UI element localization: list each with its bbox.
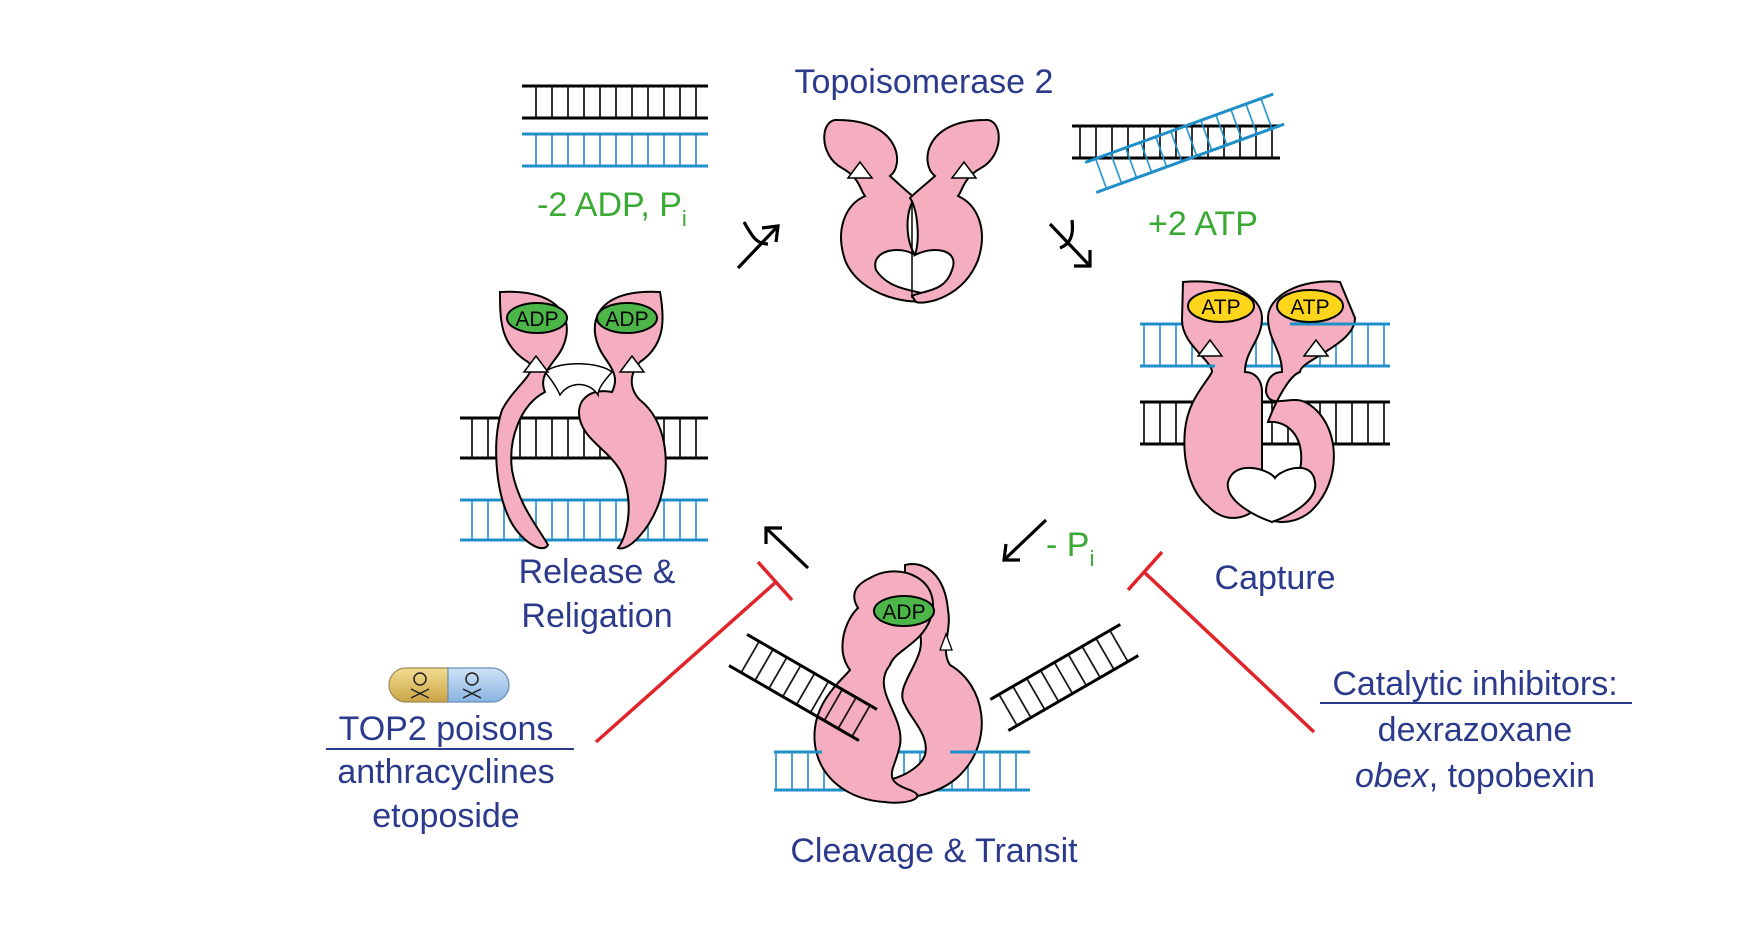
label-catalytic-inhibitors: Catalytic inhibitors: (1332, 665, 1617, 703)
skull-icon (410, 672, 430, 699)
adp-badge-text: ADP (882, 601, 925, 624)
atpase-site-icon (846, 160, 874, 179)
protomer-right (908, 118, 1000, 304)
atp-badge-left (1187, 289, 1255, 323)
arrow-apo-to-capture (1048, 219, 1092, 268)
adp-badge-cleavage (873, 595, 935, 627)
arrow-release-to-apo (736, 221, 780, 270)
atpase-site-icon (1302, 338, 1330, 357)
adp-badge-text: ADP (605, 308, 648, 331)
inhibition-catalytic (1126, 550, 1316, 734)
atpase-site-icon (618, 354, 646, 373)
arrow-cleavage-to-release (764, 526, 810, 570)
adp-badge-left (506, 302, 568, 334)
poison-item-1: anthracyclines (337, 753, 554, 791)
label-release-line2: Religation (521, 597, 672, 635)
label-cleavage: Cleavage & Transit (790, 832, 1078, 870)
release-religation-state: ADP ADP (460, 290, 708, 550)
adp-badge-right (596, 302, 658, 334)
inhibitor-item-2: obex, topobexin (1355, 757, 1595, 795)
topoisomerase-apo-enzyme (823, 118, 1000, 304)
atpase-site-icon (950, 160, 978, 179)
inhibition-poisons (594, 560, 794, 744)
skull-icon (462, 672, 482, 699)
capture-protomer-left (1180, 280, 1264, 519)
capture-protomer-right (1258, 280, 1357, 524)
label-atp-binding: +2 ATP (1148, 205, 1258, 243)
inhibitor-item-1: dexrazoxane (1378, 711, 1573, 749)
cleavage-protomer-left (813, 570, 934, 804)
poison-item-2: etoposide (372, 797, 519, 835)
adp-badge-text: ADP (515, 308, 558, 331)
label-adp-release: -2 ADP, Pi (537, 186, 687, 231)
label-release-line1: Release & (519, 553, 676, 591)
atp-badge-right (1276, 289, 1344, 323)
label-top2-poisons: TOP2 poisons (339, 710, 554, 748)
atpase-site-icon (1196, 338, 1224, 357)
release-protomer-right (578, 290, 667, 550)
title-topoisomerase: Topoisomerase 2 (795, 63, 1054, 101)
atp-badge-text: ATP (1290, 296, 1329, 319)
atp-badge-text: ATP (1201, 296, 1240, 319)
incoming-dna-crossing (1072, 92, 1285, 194)
released-dna (522, 84, 708, 168)
label-capture: Capture (1215, 559, 1336, 597)
dna-gate-cavity (1226, 466, 1317, 524)
poison-capsule-icon (388, 667, 510, 703)
atpase-site-icon (939, 632, 953, 651)
cleavage-transit-state: ADP (728, 563, 1140, 804)
capture-state: ATP ATP (1140, 280, 1390, 524)
arrow-capture-to-cleavage (1002, 518, 1048, 562)
atpase-site-icon (522, 354, 550, 373)
label-pi-release: - Pi (1046, 526, 1094, 571)
